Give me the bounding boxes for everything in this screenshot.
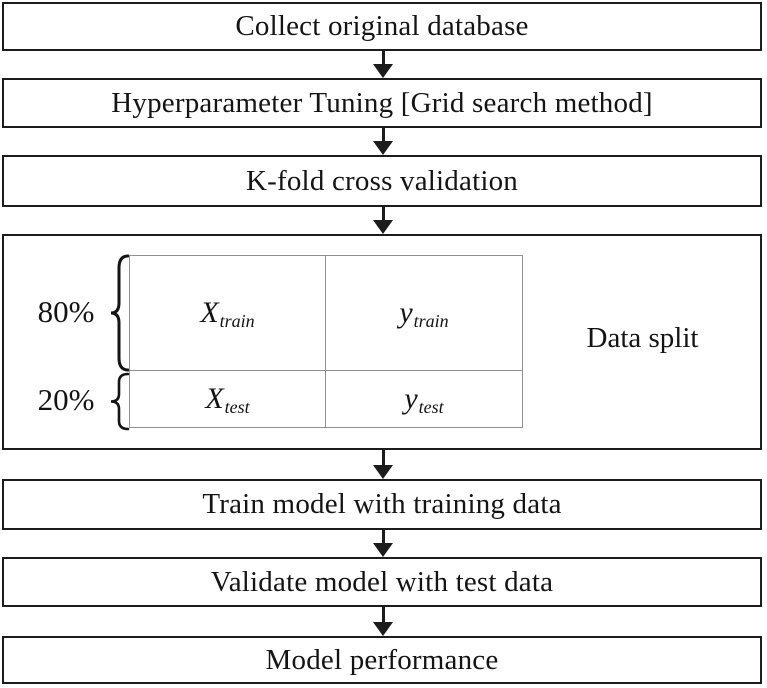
arrow-tail [381,450,385,465]
step-label: Train model with training data [202,488,562,520]
step-label: Collect original database [235,10,529,42]
math-subscript: test [224,396,250,417]
step-box-collect-database: Collect original database [2,2,762,51]
math-subscript: train [219,310,255,331]
math-var: X [200,296,219,329]
flow-arrow-icon [372,530,394,557]
step-box-hyperparameter-tuning: Hyperparameter Tuning [Grid search metho… [2,78,762,128]
math-var: y [399,296,413,329]
arrow-tail [381,530,385,543]
train-percent-label: 80% [37,294,95,329]
arrow-head [373,220,393,234]
flow-arrow-icon [372,51,394,78]
curly-brace-icon [108,254,130,372]
curly-brace-icon [108,372,130,431]
arrow-tail [381,128,385,141]
data-split-side-label: Data split [586,322,699,354]
step-box-train-model: Train model with training data [2,479,762,530]
arrow-head [373,543,393,557]
math-var: y [404,382,418,415]
step-label: Model performance [265,643,499,676]
arrow-tail [381,51,385,64]
math-subscript: test [418,396,444,417]
arrow-head [373,141,393,155]
step-box-model-performance: Model performance [2,636,762,684]
arrow-head [373,64,393,78]
test-percent-label: 20% [37,382,95,417]
math-subscript: train [413,310,449,331]
step-box-kfold-cross-validation: K-fold cross validation [2,155,762,207]
step-label: Hyperparameter Tuning [Grid search metho… [111,86,653,119]
step-box-validate-model: Validate model with test data [2,557,762,607]
arrow-tail [381,607,385,622]
arrow-head [373,465,393,479]
step-label: K-fold cross validation [246,164,518,197]
math-var: X [205,382,224,415]
arrow-head [373,622,393,636]
step-label: Validate model with test data [210,565,554,598]
flow-arrow-icon [372,607,394,636]
arrow-tail [381,207,385,220]
flow-arrow-icon [372,450,394,479]
flow-arrow-icon [372,207,394,234]
flow-arrow-icon [372,128,394,155]
